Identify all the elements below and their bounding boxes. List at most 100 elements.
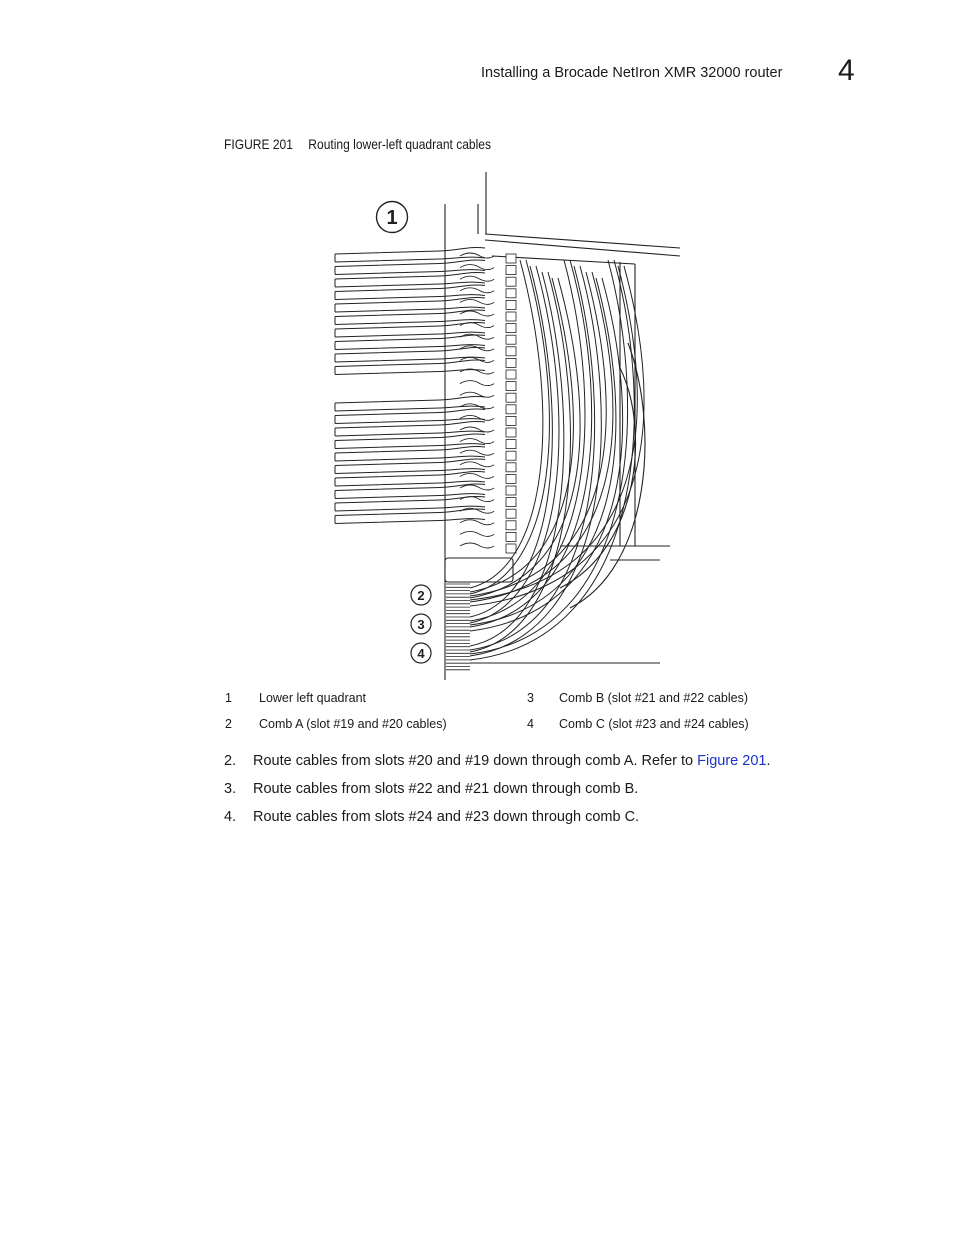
running-header-title: Installing a Brocade NetIron XMR 32000 r… bbox=[481, 65, 783, 81]
horizontal-cable bbox=[334, 359, 486, 375]
callout-2-label: 2 bbox=[417, 588, 424, 603]
port-slot bbox=[505, 381, 517, 392]
horizontal-cable bbox=[334, 284, 486, 300]
port-slot bbox=[505, 531, 517, 542]
port-slot bbox=[505, 392, 517, 403]
horizontal-cable bbox=[334, 246, 486, 263]
step-text-body: Route cables from slots #20 and #19 down… bbox=[253, 753, 698, 769]
port-slot bbox=[505, 462, 517, 473]
routed-cable-edge bbox=[469, 271, 571, 653]
port-slot bbox=[505, 427, 517, 438]
port-slot bbox=[505, 415, 517, 426]
step-text: Route cables from slots #24 and #23 down… bbox=[253, 809, 640, 825]
legend-text-2: Comb A (slot #19 and #20 cables) bbox=[259, 717, 447, 731]
routed-cable-edge bbox=[469, 265, 602, 657]
step-text: Route cables from slots #20 and #19 down… bbox=[253, 753, 770, 769]
connector-clip bbox=[459, 519, 495, 526]
port-slot bbox=[505, 450, 517, 461]
port-slot bbox=[505, 299, 517, 310]
port-slot bbox=[505, 288, 517, 299]
step-number: 2. bbox=[224, 753, 237, 769]
port-slot bbox=[505, 253, 517, 264]
port-slot bbox=[505, 473, 517, 484]
routed-cable bbox=[469, 271, 565, 647]
figure-201-link[interactable]: Figure 201 bbox=[697, 753, 767, 769]
step-number: 4. bbox=[224, 809, 237, 825]
callout-4: 4 bbox=[410, 642, 432, 664]
horizontal-cable bbox=[334, 433, 486, 449]
port-slot bbox=[505, 497, 517, 508]
routed-cable-edge bbox=[469, 259, 550, 595]
figure-caption: FIGURE 201 Routing lower-left quadrant c… bbox=[224, 136, 491, 152]
callout-4-label: 4 bbox=[417, 646, 425, 661]
horizontal-cable bbox=[334, 495, 486, 512]
horizontal-cable bbox=[334, 483, 486, 499]
connector-clip bbox=[459, 461, 495, 468]
connector-clip bbox=[459, 484, 495, 491]
chapter-number: 4 bbox=[838, 54, 855, 87]
port-slot bbox=[505, 485, 517, 496]
figure-title: Routing lower-left quadrant cables bbox=[308, 136, 492, 152]
callout-2: 2 bbox=[410, 584, 432, 606]
connector-clip bbox=[459, 449, 495, 456]
routed-cable-edge bbox=[469, 277, 624, 632]
connector-clip bbox=[459, 298, 495, 305]
routed-cable bbox=[469, 277, 574, 593]
connector-clip bbox=[459, 264, 495, 271]
routed-cable-edge bbox=[469, 259, 635, 661]
legend-text-4: Comb C (slot #23 and #24 cables) bbox=[559, 717, 749, 731]
legend-text-3: Comb B (slot #21 and #22 cables) bbox=[559, 691, 748, 705]
routed-cable bbox=[469, 265, 638, 601]
legend-text-1: Lower left quadrant bbox=[259, 691, 367, 705]
connector-clip bbox=[459, 322, 495, 329]
connector-clip bbox=[459, 368, 495, 375]
step-text: Route cables from slots #22 and #21 down… bbox=[253, 781, 639, 797]
horizontal-cable bbox=[334, 296, 486, 313]
connector-clip bbox=[459, 496, 495, 503]
legend-num-1: 1 bbox=[225, 691, 232, 705]
routed-cable-edge bbox=[469, 259, 593, 628]
connector-clip bbox=[459, 310, 495, 317]
callout-3: 3 bbox=[410, 613, 432, 635]
horizontal-cable bbox=[334, 395, 486, 412]
connector-clip bbox=[459, 380, 495, 387]
port-slot bbox=[505, 404, 517, 415]
cable-routing-figure: 1 2 3 4 bbox=[320, 168, 690, 683]
horizontal-cable bbox=[334, 420, 486, 437]
port-slot bbox=[505, 276, 517, 287]
legend-num-4: 4 bbox=[527, 717, 534, 731]
step-number: 3. bbox=[224, 781, 237, 797]
horizontal-cable bbox=[334, 458, 486, 474]
port-slot bbox=[505, 369, 517, 380]
routed-cable-edge bbox=[469, 265, 560, 624]
routed-cable-edge bbox=[469, 265, 645, 607]
routed-cable bbox=[469, 259, 629, 655]
connector-clip bbox=[459, 391, 495, 398]
port-slot bbox=[505, 265, 517, 275]
port-slot bbox=[505, 346, 517, 357]
port-slot bbox=[505, 311, 517, 322]
connector-clip bbox=[459, 542, 495, 549]
port-slot bbox=[505, 439, 517, 450]
routed-cable bbox=[469, 265, 596, 651]
routed-cable-edge bbox=[469, 271, 614, 603]
callout-1-label: 1 bbox=[386, 207, 397, 229]
callout-3-label: 3 bbox=[417, 617, 424, 632]
horizontal-cable bbox=[334, 408, 486, 424]
connector-clip bbox=[459, 252, 495, 259]
connector-clip bbox=[459, 472, 495, 479]
routed-cable bbox=[469, 259, 544, 589]
connector-clip bbox=[459, 403, 495, 410]
callout-1: 1 bbox=[375, 200, 409, 234]
routed-cable-edge bbox=[469, 277, 581, 599]
connector-clip bbox=[459, 333, 495, 340]
port-slot bbox=[505, 543, 517, 554]
port-slot bbox=[505, 323, 517, 334]
legend-num-3: 3 bbox=[527, 691, 534, 705]
horizontal-cable bbox=[334, 259, 486, 275]
connector-clip bbox=[459, 287, 495, 294]
cable-routing-illustration: 1 2 3 4 bbox=[334, 172, 681, 680]
legend-num-2: 2 bbox=[225, 717, 232, 731]
horizontal-cable bbox=[334, 309, 486, 325]
connector-clip bbox=[459, 275, 495, 282]
